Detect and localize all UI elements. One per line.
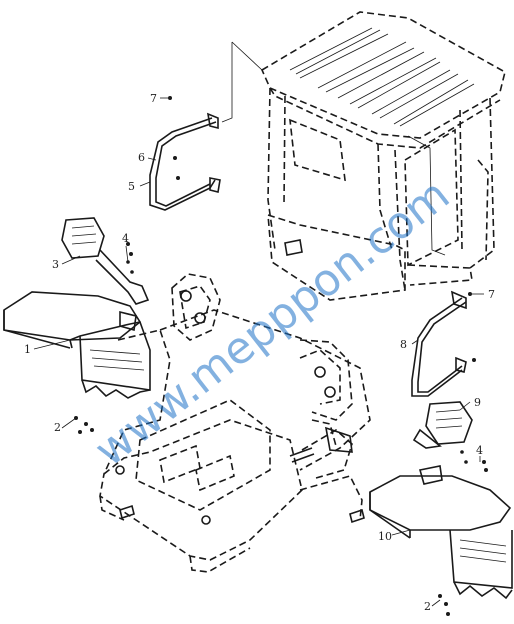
main-frame [99,273,371,573]
callout-2-left: 2 [54,421,61,434]
right-lamp-bracket [412,401,473,464]
callout-7-right: 7 [488,288,495,301]
callout-2-right: 2 [424,600,431,613]
left-lamp-bracket [61,217,150,305]
left-fender [3,291,151,399]
callout-labels: 1 2 2 3 4 4 5 6 7 7 8 9 10 [24,92,495,613]
callout-9: 9 [474,396,481,409]
fastener-bolts [74,242,488,616]
operator-cab [221,11,506,301]
right-handrail [411,290,476,397]
callout-4-right: 4 [476,444,483,457]
callout-7-left: 7 [150,92,157,105]
watermark-text: www.mepppon.com [85,169,459,477]
right-fender [369,465,513,600]
callout-1: 1 [24,343,31,356]
callout-4-left: 4 [122,232,129,245]
callout-6: 6 [138,151,145,164]
callout-3: 3 [52,258,59,271]
callout-8: 8 [400,338,407,351]
left-handrail [149,96,221,211]
leader-lines [33,97,484,607]
callout-10: 10 [378,530,392,543]
callout-5: 5 [128,180,135,193]
